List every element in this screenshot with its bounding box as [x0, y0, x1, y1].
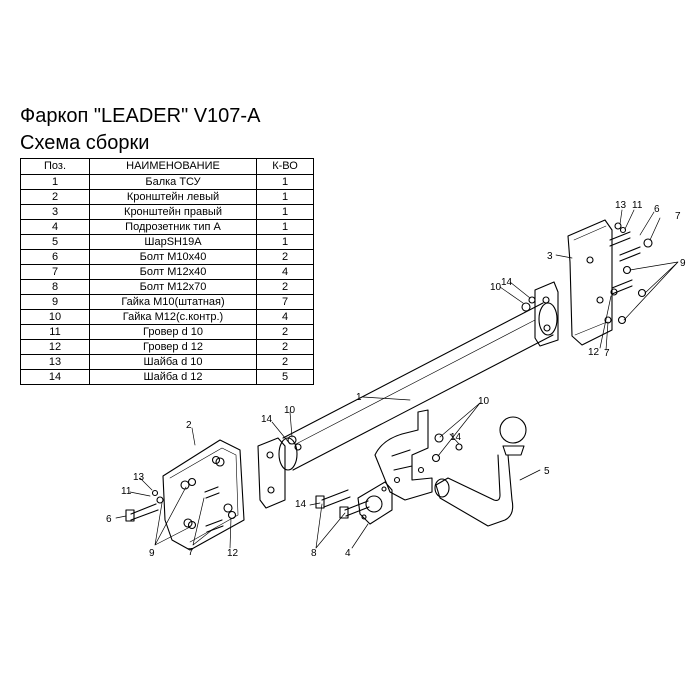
right-bracket — [567, 219, 613, 346]
callout-12-left: 12 — [227, 548, 239, 559]
callout-6-left: 6 — [106, 514, 112, 525]
tow-beam — [278, 302, 558, 471]
callout-10-right: 10 — [490, 282, 502, 293]
callout-4: 4 — [345, 548, 351, 559]
beam-left-plate — [257, 437, 286, 509]
callout-6-right: 6 — [654, 204, 660, 215]
callout-5: 5 — [544, 466, 550, 477]
diagram-title: Фаркоп "LEADER" V107-A — [20, 105, 261, 127]
callout-10-left: 10 — [284, 405, 296, 416]
cell-name: Гровер d 10 — [89, 324, 257, 340]
cell-name: Болт М12х40 — [89, 264, 257, 280]
cell-qty: 2 — [256, 354, 314, 370]
callout-11-left: 11 — [121, 486, 132, 497]
callout-labels: 1 2 3 4 5 6 6 7 7 7 8 9 9 10 10 10 11 11… — [106, 200, 686, 559]
nuts-washers — [151, 222, 653, 530]
callout-13-right: 13 — [615, 200, 627, 211]
center-bracket — [374, 409, 433, 501]
callout-9-right: 9 — [680, 258, 686, 269]
socket-plate — [357, 481, 393, 525]
callout-13-left: 13 — [133, 472, 145, 483]
callout-1: 1 — [356, 392, 362, 403]
callout-14-center: 14 — [450, 432, 462, 443]
callout-7-left: 7 — [188, 547, 194, 558]
callout-14-lower: 14 — [295, 499, 307, 510]
diagram-subtitle: Схема сборки — [20, 132, 150, 154]
callout-10-center: 10 — [478, 396, 490, 407]
cell-qty: 5 — [256, 369, 314, 385]
callout-9-left: 9 — [149, 548, 155, 559]
tow-ball — [434, 416, 527, 527]
leader-lines — [115, 209, 679, 549]
left-bracket — [162, 439, 245, 551]
beam-right-plate — [534, 281, 559, 347]
callout-11-right: 11 — [632, 200, 643, 211]
cell-name: Шайба d 12 — [89, 369, 257, 385]
cell-name: Болт М12х70 — [89, 279, 257, 295]
callout-3: 3 — [547, 251, 553, 262]
callout-14-left: 14 — [261, 414, 273, 425]
cell-name: Кронштейн правый — [89, 204, 257, 220]
bolts — [125, 231, 641, 533]
callout-12-right: 12 — [588, 347, 600, 358]
callout-8: 8 — [311, 548, 317, 559]
callout-14-right: 14 — [501, 277, 513, 288]
callout-7-right-bottom: 7 — [604, 348, 610, 359]
callout-7-right-top: 7 — [675, 211, 681, 222]
callout-2: 2 — [186, 420, 192, 431]
